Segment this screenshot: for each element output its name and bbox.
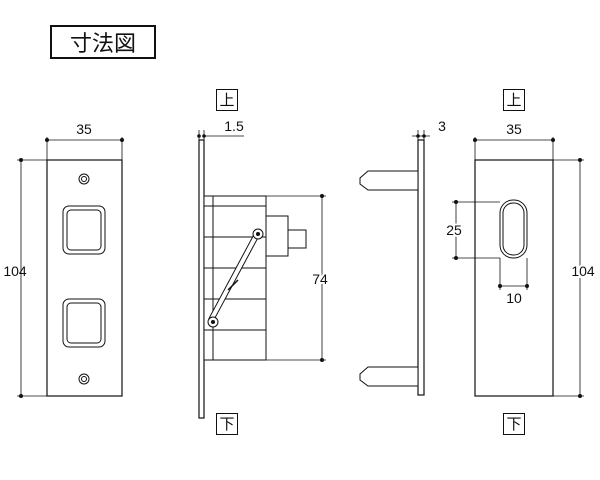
strike-thickness-label: 3 <box>438 118 446 134</box>
side-view-top-label: 上 <box>216 89 238 111</box>
strike-plate-outline <box>474 159 554 397</box>
front-screw-hole-top-inner <box>81 176 87 182</box>
strike-height-label: 104 <box>571 263 595 279</box>
front-screw-hole-top <box>78 173 90 185</box>
strike-view-bottom-label: 下 <box>503 413 525 435</box>
side-thickness-label: 1.5 <box>224 118 244 134</box>
strike-pin-lower <box>359 366 419 387</box>
front-screw-hole-bottom <box>78 373 90 385</box>
side-span-label: 74 <box>312 271 328 287</box>
side-view-bottom-label: 下 <box>216 413 238 435</box>
strike-slot <box>499 199 528 259</box>
strike-width-label: 35 <box>506 121 522 137</box>
strike-front-view <box>452 137 584 398</box>
front-width-label: 35 <box>76 121 92 137</box>
side-latch-block <box>265 215 289 257</box>
strike-side-plate <box>417 139 425 396</box>
front-screw-hole-bottom-inner <box>81 376 87 382</box>
strike-pin-upper <box>359 170 419 191</box>
side-view <box>197 130 326 419</box>
strike-view-top-label: 上 <box>503 89 525 111</box>
front-opening-lower <box>62 298 106 348</box>
front-view <box>17 137 124 398</box>
side-faceplate <box>198 139 205 419</box>
front-opening-upper-inner <box>66 209 102 251</box>
front-plate-outline <box>46 159 123 397</box>
diagram-title: 寸法図 <box>50 25 156 59</box>
front-opening-upper <box>62 205 106 255</box>
strike-slot-height-label: 25 <box>446 222 462 238</box>
side-latch-bolt <box>287 229 307 249</box>
strike-side-view <box>359 130 430 396</box>
front-opening-lower-inner <box>66 302 102 344</box>
strike-slot-width-label: 10 <box>506 290 522 306</box>
front-height-label: 104 <box>3 263 27 279</box>
